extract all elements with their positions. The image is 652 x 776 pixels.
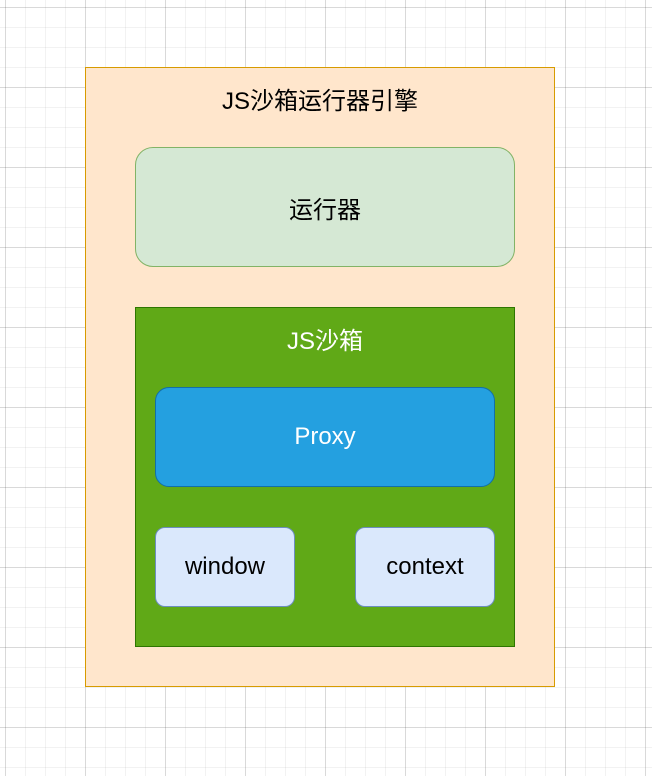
window-label: window [184,553,266,580]
context-label: context [386,553,464,580]
runner-label: 运行器 [289,196,361,224]
engine-title: JS沙箱运行器引擎 [221,88,418,115]
runner-node[interactable]: 运行器 [135,147,515,267]
context-node[interactable]: context [355,527,495,607]
proxy-node[interactable]: Proxy [155,387,495,487]
window-node[interactable]: window [155,527,295,607]
proxy-label: Proxy [294,423,356,450]
sandbox-title: JS沙箱 [286,328,363,355]
